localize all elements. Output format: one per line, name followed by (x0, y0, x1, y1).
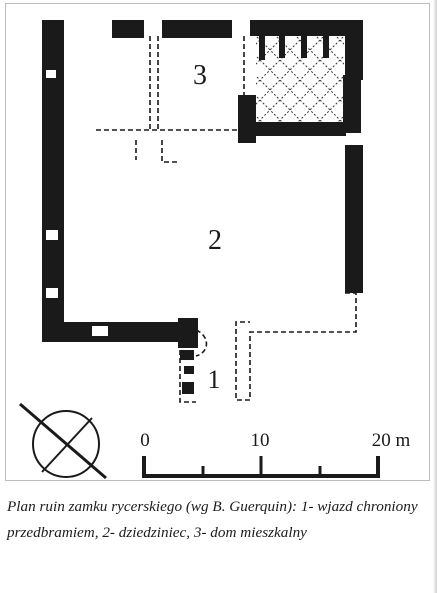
notch-west-c (46, 288, 58, 298)
castle-plan: 3 2 1 0 10 20 m (19, 20, 411, 480)
scale-tick-10: 10 (251, 430, 270, 451)
notch-west-a (46, 70, 56, 78)
vaulted-room (256, 36, 344, 122)
compass-circle (32, 410, 100, 478)
vault-ribs (259, 36, 329, 60)
wall-north-segment-c (250, 20, 348, 36)
figure-frame (5, 3, 430, 481)
dash-inner-wall (149, 36, 159, 130)
wall-north-segment-b (162, 20, 232, 38)
figure-caption: Plan ruin zamku rycerskiego (wg B. Guerq… (7, 498, 418, 541)
dash-forebuilding (235, 292, 357, 401)
entrance-rubble (180, 350, 194, 394)
rubble-c (182, 382, 194, 394)
dash-courtyard-stub (135, 140, 180, 163)
dash-gate-arc (195, 329, 208, 357)
scale-bar-ticks (201, 456, 322, 476)
compass-icon (19, 402, 107, 480)
room-label-house: 3 (193, 60, 207, 91)
partition-east (256, 122, 346, 136)
partition-west-end (42, 122, 64, 146)
scale-tick-0: 0 (140, 430, 150, 451)
scale-bar: 0 10 20 m (140, 430, 411, 478)
room-label-courtyard: 2 (208, 225, 222, 256)
reconstructed-lines (96, 36, 357, 403)
compass-needle (19, 402, 107, 480)
wall-south (42, 322, 192, 342)
compass-crossline (41, 417, 93, 473)
vault-hatching (256, 36, 344, 122)
wall-north-east (345, 20, 363, 80)
rubble-b (184, 366, 194, 374)
page-edge (433, 0, 437, 593)
notch-west-b (46, 230, 58, 240)
dash-entrance-passage (179, 350, 196, 403)
wall-west-lower (42, 145, 64, 340)
wall-east-upper (343, 75, 361, 133)
partition-pier (238, 95, 256, 143)
wall-north-segment-a (112, 20, 144, 38)
notch-south-a (92, 326, 108, 336)
scale-tick-20: 20 m (372, 430, 411, 451)
rubble-a (180, 350, 194, 360)
wall-east-lower (345, 145, 363, 293)
room-label-entrance: 1 (208, 365, 221, 394)
notch-partition (70, 127, 96, 139)
gate-tower (178, 318, 198, 348)
wall-notches (46, 70, 108, 336)
